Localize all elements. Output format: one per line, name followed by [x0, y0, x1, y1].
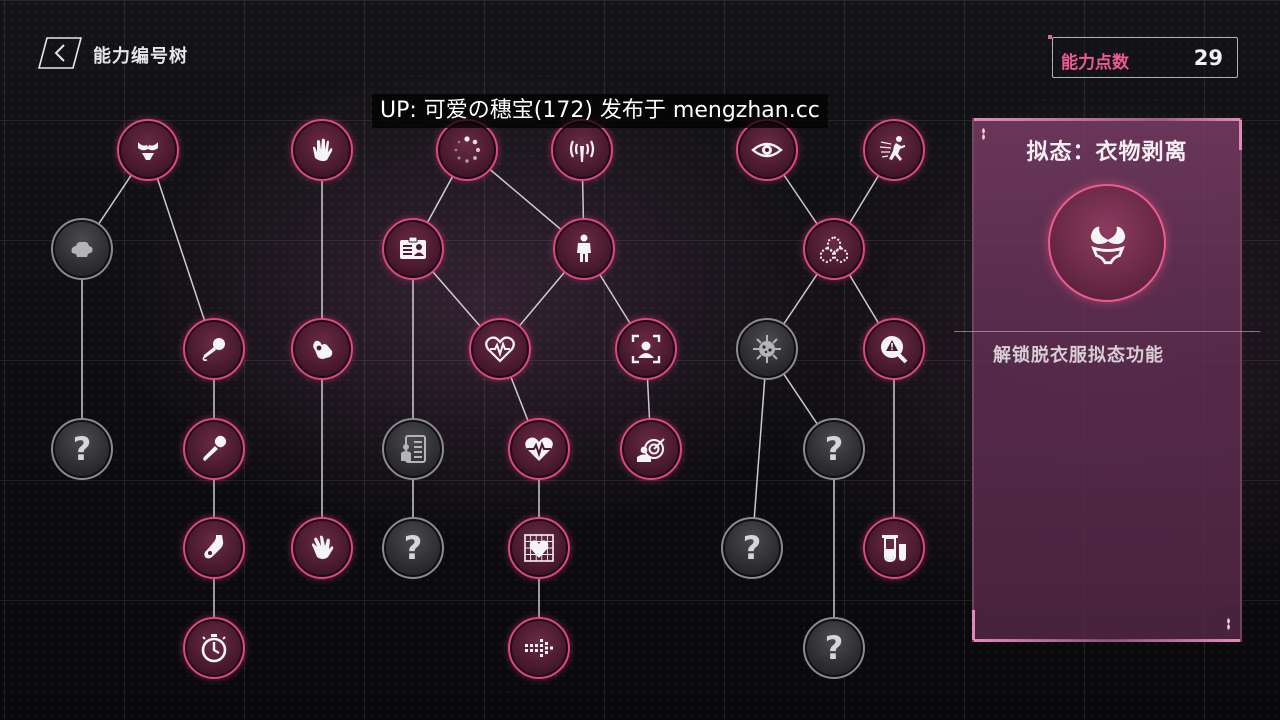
- skill-node-test-tubes[interactable]: [863, 517, 925, 579]
- molecule-icon: [820, 235, 848, 264]
- bottle-icon: [204, 535, 224, 559]
- skill-node-stopwatch[interactable]: [183, 617, 245, 679]
- eye-icon: [751, 142, 783, 158]
- skill-node-hand-wave[interactable]: [291, 119, 353, 181]
- skill-node-heart-grid[interactable]: [508, 517, 570, 579]
- skill-node-target-person[interactable]: [620, 418, 682, 480]
- skill-detail-icon: [1048, 184, 1166, 302]
- panel-trim: [972, 610, 975, 640]
- skill-node-microphone[interactable]: [183, 318, 245, 380]
- skill-node-cloud-head[interactable]: [51, 218, 113, 280]
- document-person-icon: [401, 435, 426, 463]
- skill-node-bottle[interactable]: [183, 517, 245, 579]
- microphone-icon: [202, 338, 225, 361]
- face-scan-icon: [631, 334, 661, 364]
- skill-detail-title: 拟态：衣物剥离: [1026, 140, 1188, 165]
- watermark-banner: UP: 可爱の穗宝(172) 发布于 mengzhan.cc: [372, 94, 828, 128]
- question-mark-icon: ?: [824, 629, 844, 667]
- ok-hand-icon: [313, 340, 333, 359]
- question-mark-icon: ?: [824, 430, 844, 468]
- skill-node-document-person[interactable]: [382, 418, 444, 480]
- skill-node-id-card[interactable]: [382, 218, 444, 280]
- skill-node-arrow-dots[interactable]: [508, 617, 570, 679]
- panel-trim: [974, 639, 1240, 642]
- running-person-icon: [879, 136, 905, 161]
- test-tubes-icon: [882, 535, 906, 563]
- cloud-head-icon: [71, 241, 93, 257]
- back-arrow-icon: [38, 37, 82, 69]
- bra-panties-icon: [1090, 226, 1126, 265]
- skill-node-locked-2[interactable]: ?: [803, 418, 865, 480]
- panel-trim: [1239, 120, 1242, 150]
- person-icon: [577, 234, 591, 262]
- ability-points-value: 29: [1193, 46, 1223, 70]
- corner-accent: [1048, 35, 1052, 39]
- skill-node-heart-rate[interactable]: [508, 418, 570, 480]
- target-person-icon: [637, 438, 665, 462]
- skill-node-bikini[interactable]: [117, 119, 179, 181]
- skill-node-heart-pulse[interactable]: [469, 318, 531, 380]
- virus-icon: [753, 335, 781, 363]
- skill-node-person[interactable]: [553, 218, 615, 280]
- wand-icon: [203, 435, 227, 461]
- bikini-icon: [138, 142, 158, 160]
- question-mark-icon: ?: [72, 430, 92, 468]
- skill-node-search-warning[interactable]: [863, 318, 925, 380]
- skill-node-molecule[interactable]: [803, 218, 865, 280]
- signal-antenna-icon: [569, 140, 595, 162]
- heart-rate-icon: [525, 437, 553, 461]
- page-title: 能力编号树: [93, 46, 188, 67]
- skill-node-eye[interactable]: [736, 119, 798, 181]
- skill-node-running[interactable]: [863, 119, 925, 181]
- ability-points-label: 能力点数: [1061, 53, 1129, 73]
- panel-trim: [974, 118, 1240, 121]
- ability-points-box: 能力点数 29: [1048, 35, 1238, 78]
- skill-node-locked-1[interactable]: ?: [51, 418, 113, 480]
- skill-node-hand-spread[interactable]: [291, 517, 353, 579]
- heart-pulse-icon: [485, 336, 515, 363]
- panel-dots: [1227, 618, 1230, 630]
- skill-node-face-scan[interactable]: [615, 318, 677, 380]
- question-mark-icon: ?: [403, 529, 423, 567]
- stopwatch-icon: [201, 634, 227, 663]
- id-card-icon: [400, 236, 426, 259]
- question-mark-icon: ?: [742, 529, 762, 567]
- skill-node-locked-3[interactable]: ?: [382, 517, 444, 579]
- detail-divider: [954, 331, 1260, 332]
- skill-node-ok-hand[interactable]: [291, 318, 353, 380]
- arrow-dots-icon: [525, 639, 553, 657]
- skill-node-signal[interactable]: [551, 119, 613, 181]
- skill-node-locked-5[interactable]: ?: [803, 617, 865, 679]
- skill-node-locked-4[interactable]: ?: [721, 517, 783, 579]
- skill-detail-description: 解锁脱衣服拟态功能: [993, 345, 1164, 366]
- skill-node-loading[interactable]: [436, 119, 498, 181]
- hand-wave-icon: [313, 138, 333, 162]
- search-warning-icon: [881, 336, 908, 364]
- heart-grid-icon: [524, 534, 554, 562]
- loading-spinner-icon: [454, 136, 481, 163]
- skill-node-virus[interactable]: [736, 318, 798, 380]
- panel-dots: [982, 128, 985, 140]
- skill-node-wand[interactable]: [183, 418, 245, 480]
- hand-spread-icon: [312, 535, 334, 559]
- back-button[interactable]: [38, 37, 82, 69]
- skill-detail-panel: 拟态：衣物剥离: [972, 118, 1242, 642]
